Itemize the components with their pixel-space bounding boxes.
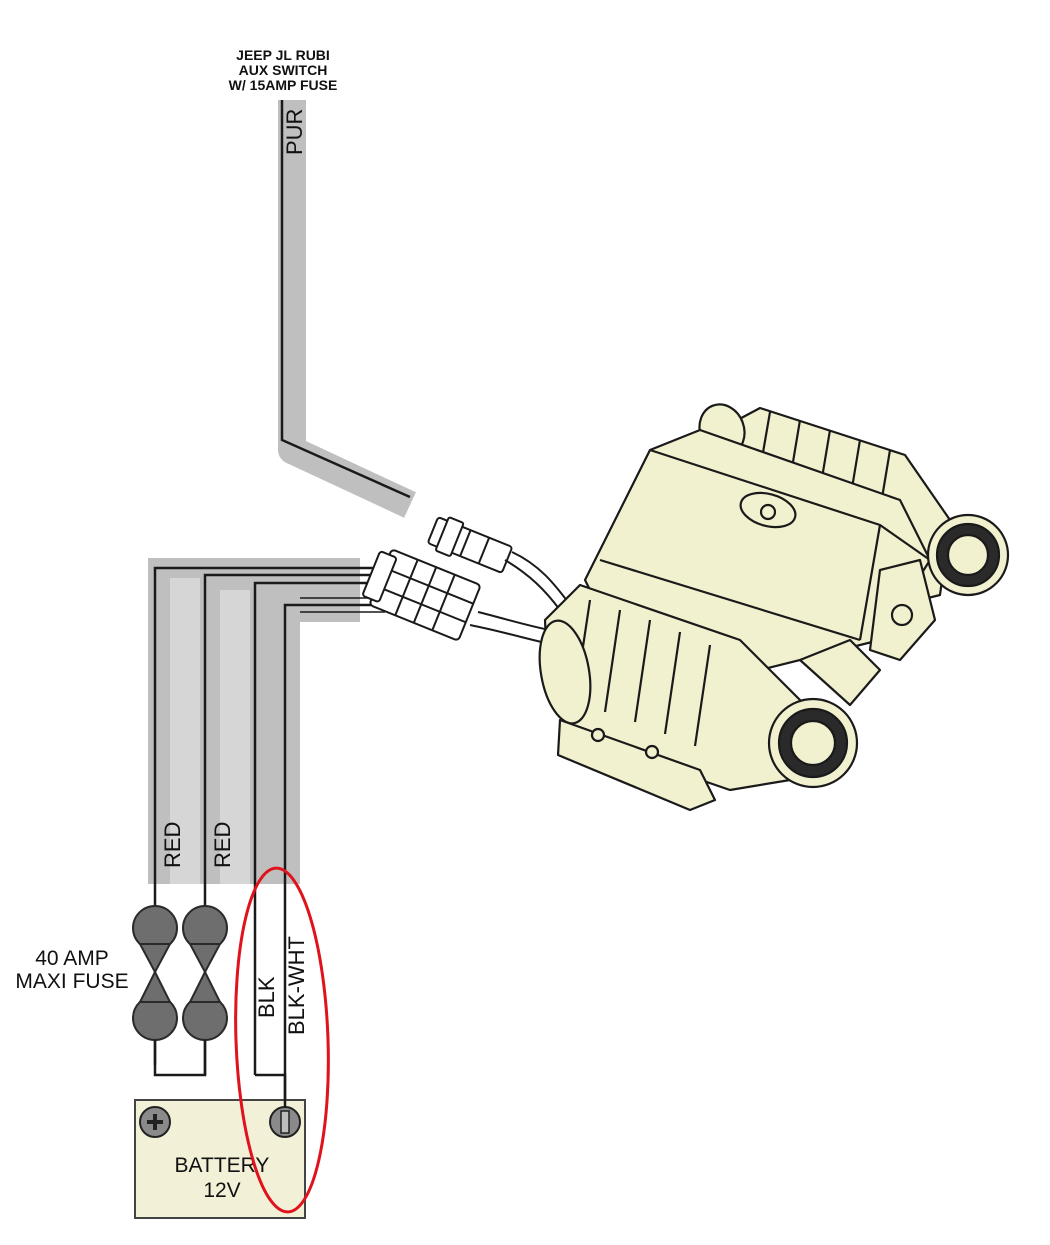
black-white-wire xyxy=(283,603,385,1110)
svg-text:JEEP JL RUBI: JEEP JL RUBI xyxy=(236,47,330,63)
power-harness: RED RED BLK BLK-WHT xyxy=(148,558,385,1110)
red-wire-2-label: RED xyxy=(210,822,235,868)
fuse-label: 40 AMP MAXI FUSE xyxy=(15,947,128,993)
front-air-filter xyxy=(767,697,859,789)
maxi-fuses xyxy=(132,905,228,1041)
battery-label: BATTERY xyxy=(175,1154,270,1177)
fuse-1 xyxy=(132,905,178,1041)
purple-wire-core xyxy=(280,100,411,499)
black-white-wire-label: BLK-WHT xyxy=(284,936,309,1035)
battery-negative-terminal-icon xyxy=(269,1106,301,1138)
battery: BATTERY 12V xyxy=(134,1073,306,1219)
switch-connector xyxy=(427,516,513,574)
red-wire-1-label: RED xyxy=(160,822,185,868)
black-wire-label: BLK xyxy=(254,976,279,1018)
rear-air-filter xyxy=(926,513,1010,597)
fuse-2 xyxy=(182,905,228,1041)
purple-wire-sheath xyxy=(278,100,416,518)
svg-text:AUX SWITCH: AUX SWITCH xyxy=(239,62,328,78)
power-connector xyxy=(362,549,481,641)
harness-connectors xyxy=(362,516,569,646)
aux-switch-label: JEEP JL RUBI AUX SWITCH W/ 15AMP FUSE xyxy=(229,47,338,93)
black-wire xyxy=(253,581,385,1075)
purple-wire-label: PUR xyxy=(282,109,307,155)
purple-wire: PUR xyxy=(278,100,416,518)
fuse-bridge-wire xyxy=(153,1040,207,1077)
highlight-circle xyxy=(234,866,330,1214)
svg-text:40 AMP: 40 AMP xyxy=(35,947,109,970)
red-wire-1 xyxy=(153,566,385,1065)
svg-text:MAXI FUSE: MAXI FUSE xyxy=(15,970,128,993)
battery-voltage: 12V xyxy=(203,1179,240,1202)
air-compressor xyxy=(538,403,1010,812)
battery-positive-terminal-icon xyxy=(139,1106,171,1138)
svg-text:W/ 15AMP FUSE: W/ 15AMP FUSE xyxy=(229,77,338,93)
